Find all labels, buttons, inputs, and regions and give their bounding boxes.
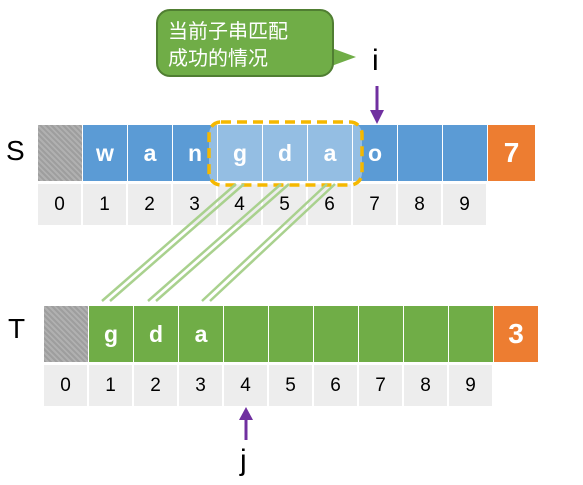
match-line-d-b [155, 183, 290, 302]
s-index-8: 8 [398, 184, 443, 225]
callout-line-2: 成功的情况 [168, 46, 268, 70]
s-row-label: S [6, 135, 25, 166]
s-index-6: 6 [308, 184, 353, 225]
s-index-2: 2 [128, 184, 173, 225]
t-cell-2: d [134, 306, 179, 362]
t-index-1: 1 [89, 365, 134, 406]
t-index-7: 7 [359, 365, 404, 406]
t-index-5: 5 [269, 365, 314, 406]
s-index-4: 4 [218, 184, 263, 225]
t-index-2: 2 [134, 365, 179, 406]
s-index-7: 7 [353, 184, 398, 225]
t-index-6: 6 [314, 365, 359, 406]
t-cell-3: a [179, 306, 224, 362]
s-cell-0 [38, 125, 83, 181]
match-highlight-box [207, 120, 364, 187]
t-index-0: 0 [44, 365, 89, 406]
t-cell-6 [314, 306, 359, 362]
s-index-9: 9 [443, 184, 488, 225]
callout-line-1: 当前子串匹配 [168, 19, 288, 43]
pointer-i-arrow [370, 86, 384, 124]
pointer-i-label: i [372, 44, 379, 77]
s-length-cell: 7 [488, 125, 536, 181]
s-cell-4: g [218, 125, 263, 181]
pointer-j-label: j [240, 444, 247, 477]
s-index-5: 5 [263, 184, 308, 225]
s-cell-8 [398, 125, 443, 181]
match-line-a-a [201, 183, 328, 302]
s-cell-9 [443, 125, 488, 181]
match-lines [101, 183, 336, 302]
s-cell-1: w [83, 125, 128, 181]
match-line-g-a [101, 183, 237, 302]
s-cell-5: d [263, 125, 308, 181]
match-highlight-fill [209, 122, 362, 185]
s-index-1: 1 [83, 184, 128, 225]
match-line-g-b [109, 183, 245, 302]
t-cell-4 [224, 306, 269, 362]
match-line-d-a [147, 183, 282, 302]
match-line-a-b [209, 183, 336, 302]
t-cell-7 [359, 306, 404, 362]
t-cell-8 [404, 306, 449, 362]
t-index-3: 3 [179, 365, 224, 406]
t-cell-5 [269, 306, 314, 362]
s-cell-6: a [308, 125, 353, 181]
t-cell-0 [44, 306, 89, 362]
pointer-j-arrow [239, 407, 253, 440]
callout-bubble: 当前子串匹配 成功的情况 [156, 9, 334, 77]
t-row-label: T [8, 313, 26, 344]
t-cell-1: g [89, 306, 134, 362]
t-index-4: 4 [224, 365, 269, 406]
t-cell-9 [449, 306, 494, 362]
t-length-cell: 3 [494, 306, 539, 362]
s-cell-2: a [128, 125, 173, 181]
t-index-8: 8 [404, 365, 449, 406]
t-index-9: 9 [449, 365, 494, 406]
s-index-0: 0 [38, 184, 83, 225]
